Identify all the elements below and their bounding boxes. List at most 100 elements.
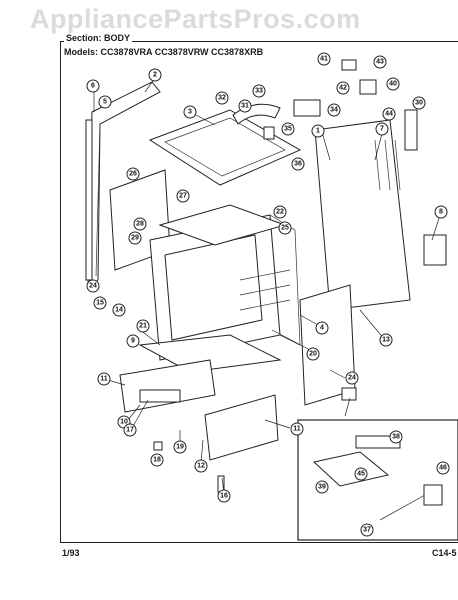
svg-text:20: 20 — [309, 351, 317, 358]
callout-45: 45 — [354, 467, 368, 481]
callout-44: 44 — [382, 107, 396, 121]
footer-page-code: C14-5 — [432, 548, 457, 558]
block-40 — [359, 79, 377, 95]
svg-text:25: 25 — [281, 225, 289, 232]
part-34 — [293, 99, 321, 117]
part-35 — [263, 126, 275, 140]
callout-9: 9 — [126, 334, 140, 348]
svg-text:33: 33 — [255, 88, 263, 95]
svg-text:32: 32 — [218, 95, 226, 102]
callout-12: 12 — [194, 459, 208, 473]
callout-17: 17 — [123, 423, 137, 437]
callout-4: 4 — [315, 321, 329, 335]
svg-text:39: 39 — [318, 484, 326, 491]
svg-text:13: 13 — [382, 337, 390, 344]
callout-8: 8 — [434, 205, 448, 219]
callout-25: 25 — [278, 221, 292, 235]
svg-text:1: 1 — [316, 128, 320, 135]
callout-11a: 11 — [97, 372, 111, 386]
svg-text:16: 16 — [220, 493, 228, 500]
svg-text:10: 10 — [120, 419, 128, 426]
svg-text:30: 30 — [415, 100, 423, 107]
callout-20: 20 — [306, 347, 320, 361]
callout-33: 33 — [252, 84, 266, 98]
callout-22: 22 — [273, 205, 287, 219]
top-panel — [148, 109, 302, 186]
svg-text:3: 3 — [188, 109, 192, 116]
svg-text:19: 19 — [176, 444, 184, 451]
svg-text:26: 26 — [129, 171, 137, 178]
callout-31: 31 — [238, 99, 252, 113]
toe-kick — [204, 394, 279, 461]
callout-1: 1 — [311, 124, 325, 138]
callout-16: 16 — [217, 489, 231, 503]
screw-18 — [153, 441, 163, 451]
svg-text:15: 15 — [96, 300, 104, 307]
svg-text:28: 28 — [136, 221, 144, 228]
diagram-frame — [60, 41, 458, 542]
callout-28: 28 — [133, 217, 147, 231]
control-bar-39 — [312, 451, 390, 487]
svg-text:11: 11 — [293, 426, 301, 433]
callout-5: 5 — [98, 95, 112, 109]
svg-text:41: 41 — [320, 56, 328, 63]
svg-text:46: 46 — [439, 465, 447, 472]
callout-39: 39 — [315, 480, 329, 494]
svg-text:24: 24 — [89, 283, 97, 290]
callout-32: 32 — [215, 91, 229, 105]
svg-text:42: 42 — [339, 85, 347, 92]
svg-text:24: 24 — [348, 375, 356, 382]
svg-text:21: 21 — [139, 323, 147, 330]
callout-21: 21 — [136, 319, 150, 333]
watermark: AppliancePartsPros.com — [30, 4, 361, 34]
callout-6: 6 — [86, 79, 100, 93]
callout-46: 46 — [436, 461, 450, 475]
bracket-23 — [341, 387, 357, 401]
terminal-30 — [404, 109, 418, 151]
svg-text:9: 9 — [131, 338, 135, 345]
svg-text:22: 22 — [276, 209, 284, 216]
callout-42: 42 — [336, 81, 350, 95]
section-title: Section: BODY — [64, 33, 133, 43]
callout-36: 36 — [291, 157, 305, 171]
bracket-46 — [423, 484, 443, 506]
svg-text:8: 8 — [439, 209, 443, 216]
footer-date: 1/93 — [62, 548, 80, 558]
callout-27: 27 — [176, 189, 190, 203]
svg-text:34: 34 — [330, 107, 338, 114]
callout-40: 40 — [386, 77, 400, 91]
callout-19: 19 — [173, 440, 187, 454]
svg-text:45: 45 — [357, 471, 365, 478]
svg-text:38: 38 — [392, 434, 400, 441]
callout-7: 7 — [375, 122, 389, 136]
svg-text:18: 18 — [153, 457, 161, 464]
callout-38: 38 — [389, 430, 403, 444]
model-list: Models: CC3878VRA CC3878VRW CC3878XRB — [64, 47, 264, 57]
callout-14: 14 — [112, 303, 126, 317]
svg-text:43: 43 — [376, 59, 384, 66]
drawer-bracket — [139, 389, 181, 403]
callout-3: 3 — [183, 105, 197, 119]
trim-strip — [85, 119, 93, 281]
svg-text:36: 36 — [294, 161, 302, 168]
callout-43: 43 — [373, 55, 387, 69]
callout-2: 2 — [148, 68, 162, 82]
callout-15: 15 — [93, 296, 107, 310]
svg-text:44: 44 — [385, 111, 393, 118]
callout-37: 37 — [360, 523, 374, 537]
callout-30: 30 — [412, 96, 426, 110]
callout-11b: 11 — [290, 422, 304, 436]
callout-35: 35 — [281, 122, 295, 136]
svg-text:31: 31 — [241, 103, 249, 110]
callout-26: 26 — [126, 167, 140, 181]
callout-41: 41 — [317, 52, 331, 66]
svg-text:12: 12 — [197, 463, 205, 470]
svg-text:35: 35 — [284, 126, 292, 133]
svg-text:7: 7 — [380, 126, 384, 133]
svg-text:4: 4 — [320, 325, 324, 332]
footer-rule — [60, 542, 458, 543]
callout-24b: 24 — [345, 371, 359, 385]
callout-18: 18 — [150, 453, 164, 467]
callout-29: 29 — [128, 231, 142, 245]
